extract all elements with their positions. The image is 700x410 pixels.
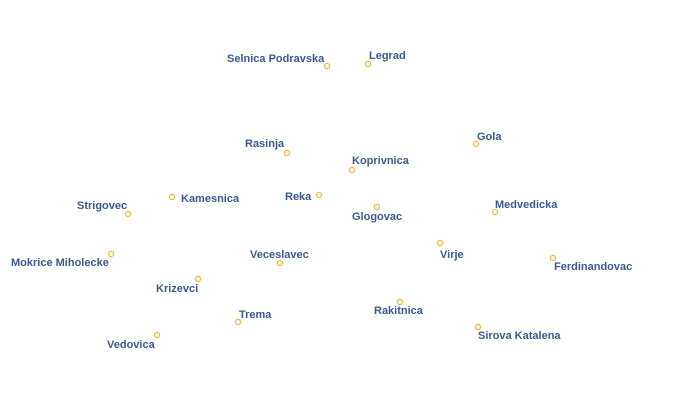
place-markers (107, 60, 557, 339)
place-label-mokrice-miholecke: Mokrice Miholecke (11, 257, 109, 269)
place-label-ferdinandovac: Ferdinandovac (554, 261, 632, 273)
place-marker-rasinja[interactable] (283, 149, 291, 157)
place-marker-krizevci[interactable] (194, 275, 202, 283)
place-label-medvedicka: Medvedicka (495, 199, 558, 211)
place-label-legrad: Legrad (369, 50, 406, 62)
place-label-veceslavec: Veceslavec (250, 249, 309, 261)
place-label-kamesnica: Kamesnica (181, 193, 240, 205)
place-label-virje: Virje (440, 249, 464, 261)
place-label-krizevci: Krizevci (156, 283, 198, 295)
place-label-koprivnica: Koprivnica (352, 155, 410, 167)
place-label-rasinja: Rasinja (245, 138, 285, 150)
place-marker-koprivnica[interactable] (348, 166, 356, 174)
place-label-glogovac: Glogovac (352, 211, 402, 223)
place-label-rakitnica: Rakitnica (374, 305, 424, 317)
place-marker-virje[interactable] (436, 239, 444, 247)
place-marker-veceslavec[interactable] (276, 259, 284, 267)
place-label-trema: Trema (239, 309, 272, 321)
place-marker-selnica-podravska[interactable] (323, 62, 331, 70)
place-label-strigovec: Strigovec (77, 200, 127, 212)
place-marker-vedovica[interactable] (153, 331, 161, 339)
place-marker-legrad[interactable] (364, 60, 372, 68)
place-marker-rakitnica[interactable] (396, 298, 404, 306)
place-label-vedovica: Vedovica (107, 339, 156, 351)
place-marker-glogovac[interactable] (373, 203, 381, 211)
place-label-sirova-katalena: Sirova Katalena (478, 330, 561, 342)
place-marker-reka[interactable] (315, 191, 323, 199)
place-label-selnica-podravska: Selnica Podravska (227, 53, 325, 65)
place-marker-sirova-katalena[interactable] (474, 323, 482, 331)
place-marker-gola[interactable] (472, 140, 480, 148)
place-marker-mokrice-miholecke[interactable] (107, 250, 115, 258)
place-marker-trema[interactable] (234, 318, 242, 326)
place-marker-strigovec[interactable] (124, 210, 132, 218)
place-marker-ferdinandovac[interactable] (549, 254, 557, 262)
place-label-reka: Reka (285, 191, 312, 203)
place-marker-medvedicka[interactable] (491, 208, 499, 216)
place-label-gola: Gola (477, 131, 502, 143)
place-marker-kamesnica[interactable] (168, 193, 176, 201)
